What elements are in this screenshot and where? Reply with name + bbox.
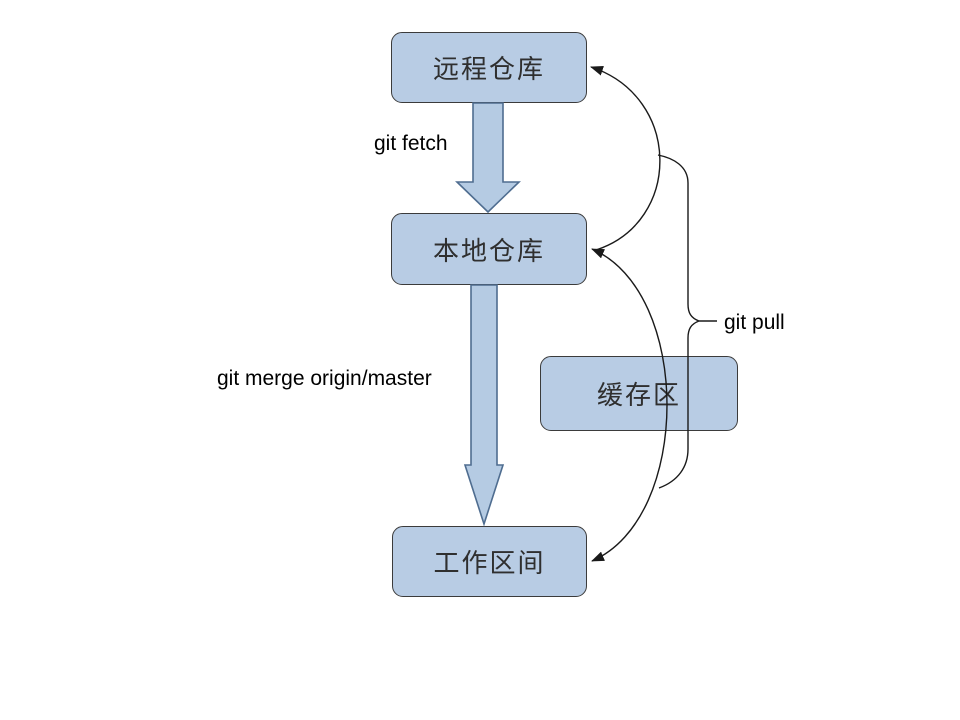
node-remote-repo: 远程仓库: [391, 32, 587, 103]
curved-arrow-to-remote-icon: [590, 66, 661, 251]
node-working-area: 工作区间: [392, 526, 587, 597]
merge-block-arrow-icon: [463, 284, 505, 527]
merge-edge-label: git merge origin/master: [217, 367, 432, 390]
git-pull-brace-icon: [657, 154, 717, 489]
node-local-repo-label: 本地仓库: [432, 236, 545, 266]
node-remote-repo-label: 远程仓库: [432, 55, 545, 84]
pull-edge-label: git pull: [724, 311, 785, 334]
node-staging-area: 缓存区: [540, 356, 738, 431]
fetch-edge-label: git fetch: [374, 132, 448, 155]
node-local-repo: 本地仓库: [391, 213, 587, 285]
node-staging-area-label: 缓存区: [596, 381, 681, 410]
fetch-block-arrow-icon: [455, 102, 521, 214]
node-working-area-label: 工作区间: [433, 549, 546, 578]
